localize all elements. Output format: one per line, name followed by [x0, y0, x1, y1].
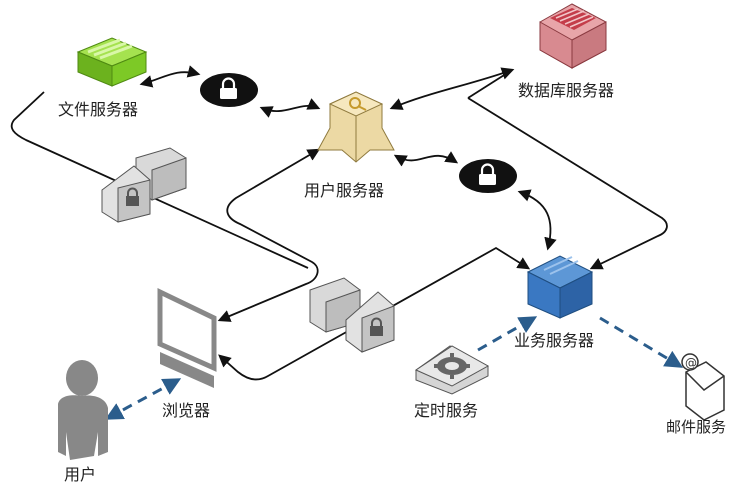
blue-cube-icon: [526, 255, 594, 319]
edge-user-browser: [104, 378, 182, 420]
edge-business-mail: [599, 316, 684, 368]
edge-db-business: [467, 97, 668, 270]
edge-file-lock1: [139, 65, 201, 88]
edge-db-userserver: [389, 67, 515, 110]
browser-icon: [157, 288, 217, 388]
mail-icon: @: [681, 353, 725, 421]
edge-timer-business: [477, 316, 538, 352]
user-server-label: 用户服务器: [304, 181, 384, 200]
gear-icon: [414, 345, 490, 395]
user-label: 用户: [64, 465, 96, 484]
lock-icon: [459, 159, 517, 193]
mail-service-label: 邮件服务: [666, 418, 726, 436]
person-icon: [58, 360, 108, 460]
edge-business-browser: [218, 246, 531, 381]
database-icon: [539, 3, 607, 69]
file-server-label: 文件服务器: [58, 100, 138, 119]
business-server-label: 业务服务器: [514, 331, 594, 350]
user-server-icon: [317, 91, 395, 163]
dashed-connections: [104, 316, 684, 420]
scheduled-service-label: 定时服务: [414, 401, 478, 420]
svg-text:@: @: [685, 356, 697, 370]
edge-file-browser: [10, 91, 309, 269]
edge-userserver-lock2: [393, 151, 459, 167]
edge-lock2-business: [517, 189, 557, 251]
edge-lock1-userserver: [259, 98, 321, 118]
connections: [10, 65, 668, 381]
database-server-label: 数据库服务器: [518, 81, 614, 100]
firewall-lock-icon: [309, 277, 395, 353]
firewall-lock-icon: [101, 147, 187, 223]
lock-icon: [200, 73, 258, 107]
browser-label: 浏览器: [162, 401, 210, 420]
green-server-icon: [76, 37, 148, 87]
